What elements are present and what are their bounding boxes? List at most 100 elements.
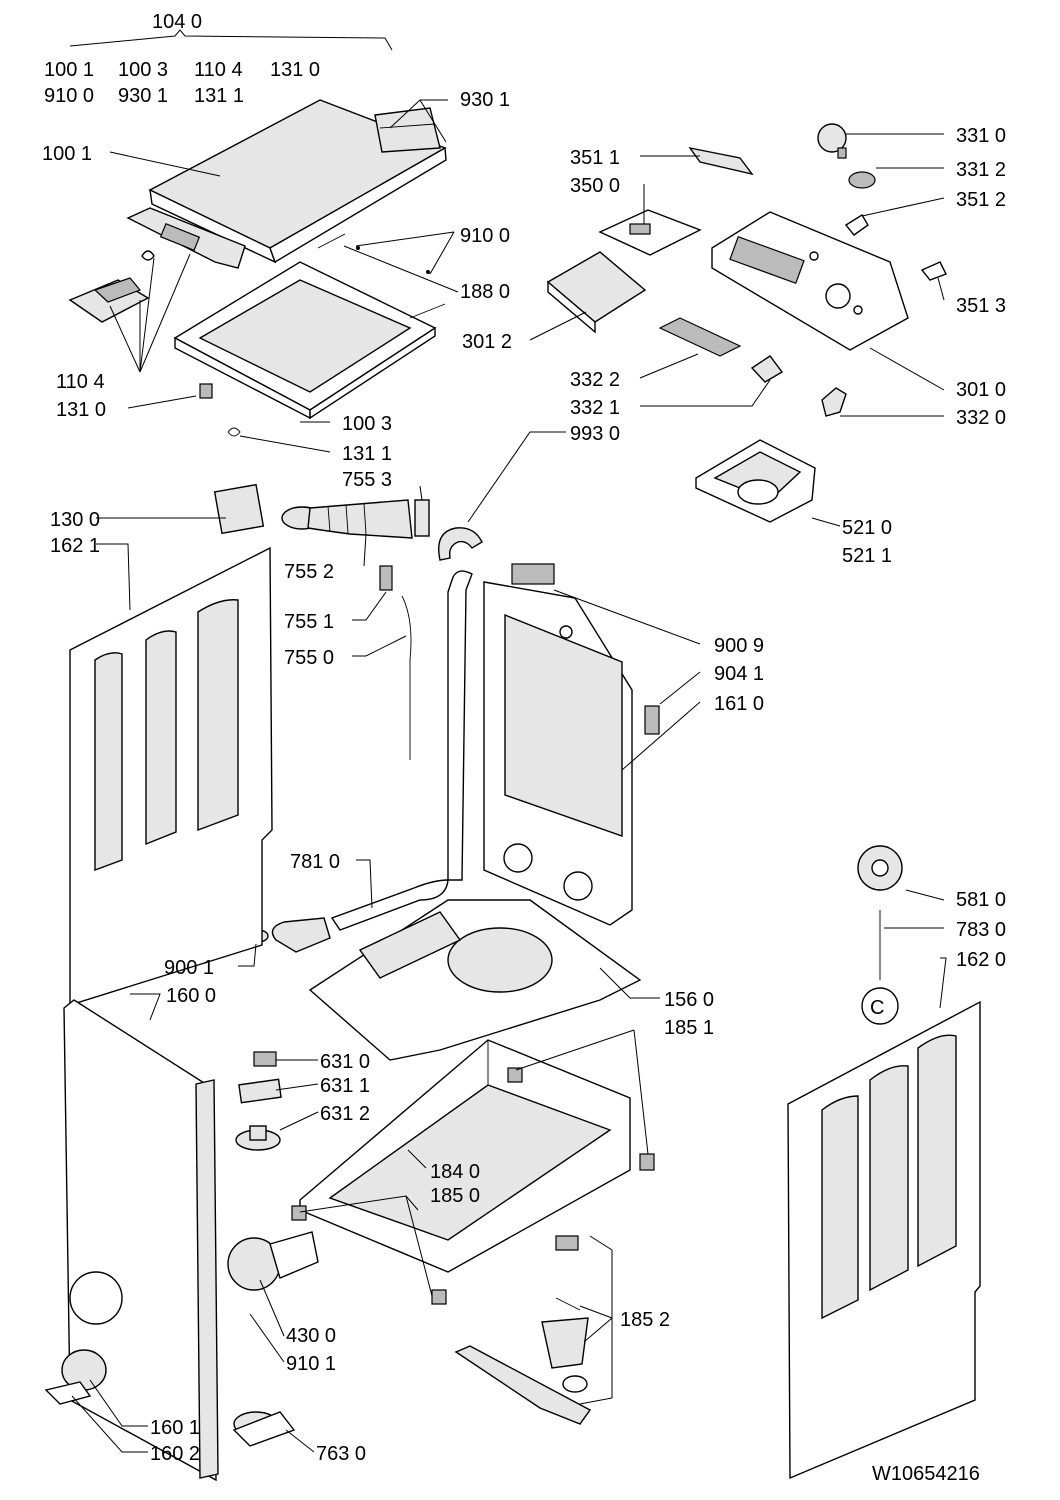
linkage-lever-part xyxy=(454,1345,592,1425)
linkage-pin-part xyxy=(555,1297,581,1311)
front-panel-part xyxy=(63,999,219,1482)
part-label: 185 0 xyxy=(430,1185,480,1207)
lid-switch-part xyxy=(199,383,213,399)
drain-pump-part xyxy=(227,1231,319,1291)
part-label: 156 0 xyxy=(664,989,714,1011)
group-title: 104 0 xyxy=(152,11,202,33)
pressure-fitting-part xyxy=(379,565,393,591)
part-label: 900 1 xyxy=(164,957,214,979)
lid-spring-part xyxy=(227,427,241,437)
switch-130-0-part xyxy=(213,483,265,535)
part-label: 301 0 xyxy=(956,379,1006,401)
part-label: 930 1 xyxy=(460,89,510,111)
part-label: 131 1 xyxy=(342,443,392,465)
group-row1-item: 100 3 xyxy=(118,59,168,81)
console-support-part xyxy=(546,251,647,334)
callout-c-circle: C xyxy=(861,987,899,1025)
group-row1-item: 110 4 xyxy=(194,59,243,81)
dispenser-part xyxy=(695,439,816,523)
part-label: 631 0 xyxy=(320,1051,370,1073)
clip-351-3-part xyxy=(920,261,947,281)
feet-parts xyxy=(291,1067,655,1305)
rear-clip-part xyxy=(644,705,660,735)
part-label: 430 0 xyxy=(286,1325,336,1347)
right-side-panel-part xyxy=(787,1000,981,1480)
part-label: 763 0 xyxy=(316,1443,366,1465)
part-labels: 930 1 100 1 910 0 188 0 110 4 131 0 100 … xyxy=(42,89,1006,1465)
handle-cover-part xyxy=(68,277,150,323)
pressure-tube-part xyxy=(401,595,412,760)
knob-ring-part xyxy=(848,171,876,189)
part-label: 904 1 xyxy=(714,663,764,685)
group-104-header: 104 0 100 1 100 3 110 4 131 0 910 0 930 … xyxy=(44,11,393,107)
part-label: 188 0 xyxy=(460,281,510,303)
drain-hose-support-part xyxy=(438,527,483,561)
chassis-frame-part xyxy=(299,1039,631,1273)
electronic-board-part xyxy=(598,209,702,256)
connector-631-1-part xyxy=(238,1078,282,1104)
part-label: 185 2 xyxy=(620,1309,670,1331)
handle-clip-part xyxy=(141,250,155,261)
part-label: 332 0 xyxy=(956,407,1006,429)
selector-332-0-part xyxy=(821,387,847,417)
part-label: 781 0 xyxy=(290,851,340,873)
part-label: 351 2 xyxy=(956,189,1006,211)
base-tray-part xyxy=(308,899,642,1061)
top-lid-part xyxy=(148,99,447,264)
part-label: 130 0 xyxy=(50,509,100,531)
screw-parts xyxy=(317,233,446,319)
part-label: 993 0 xyxy=(570,423,620,445)
part-label: 755 2 xyxy=(284,561,334,583)
part-label: 110 4 xyxy=(56,371,105,393)
linkage-clip-part xyxy=(555,1235,579,1251)
part-label: 910 1 xyxy=(286,1353,336,1375)
leader-lines xyxy=(71,99,947,1453)
group-row2-item: 131 1 xyxy=(194,85,244,107)
group-bracket xyxy=(69,29,393,51)
clip-351-2-part xyxy=(844,214,869,236)
group-row1-item: 131 0 xyxy=(270,59,320,81)
part-label: 351 3 xyxy=(956,295,1006,317)
part-label: 160 2 xyxy=(150,1443,200,1465)
part-label: 900 9 xyxy=(714,635,764,657)
group-row2-item: 930 1 xyxy=(118,85,168,107)
part-label: 162 1 xyxy=(50,535,100,557)
part-label: 521 0 xyxy=(842,517,892,539)
part-label: 910 0 xyxy=(460,225,510,247)
part-label: 332 1 xyxy=(570,397,620,419)
part-label: 185 1 xyxy=(664,1017,714,1039)
lid-handle-part xyxy=(126,207,246,269)
part-label: 100 3 xyxy=(342,413,392,435)
part-label: 755 0 xyxy=(284,647,334,669)
part-label: 161 0 xyxy=(714,693,764,715)
linkage-cup-part xyxy=(541,1317,589,1369)
rear-connector-part xyxy=(511,563,555,585)
part-label: 184 0 xyxy=(430,1161,480,1183)
button-strip-part xyxy=(658,317,742,357)
control-knob-part xyxy=(817,123,847,159)
part-label: 581 0 xyxy=(956,889,1006,911)
group-row1-item: 100 1 xyxy=(44,59,94,81)
part-label: 301 2 xyxy=(462,331,512,353)
part-label: 755 3 xyxy=(342,469,392,491)
part-label: 351 1 xyxy=(570,147,620,169)
part-label: 631 2 xyxy=(320,1103,370,1125)
part-label: 160 0 xyxy=(166,985,216,1007)
part-label: 631 1 xyxy=(320,1075,370,1097)
hose-end-part xyxy=(271,917,331,953)
left-side-panel-part xyxy=(69,546,273,1006)
lid-hinge-strip-part xyxy=(374,107,441,153)
part-label: 160 1 xyxy=(150,1417,200,1439)
group-row2-item: 910 0 xyxy=(44,85,94,107)
pressure-chamber-part xyxy=(414,499,430,537)
part-label: 162 0 xyxy=(956,949,1006,971)
part-label: 755 1 xyxy=(284,611,334,633)
top-frame-part xyxy=(173,261,437,420)
internal-drain-hose-part xyxy=(330,570,473,931)
damper-581-0-part xyxy=(857,845,903,891)
part-label: 131 0 xyxy=(56,399,106,421)
control-panel-part xyxy=(711,211,909,351)
part-label: 783 0 xyxy=(956,919,1006,941)
part-label: 350 0 xyxy=(570,175,620,197)
